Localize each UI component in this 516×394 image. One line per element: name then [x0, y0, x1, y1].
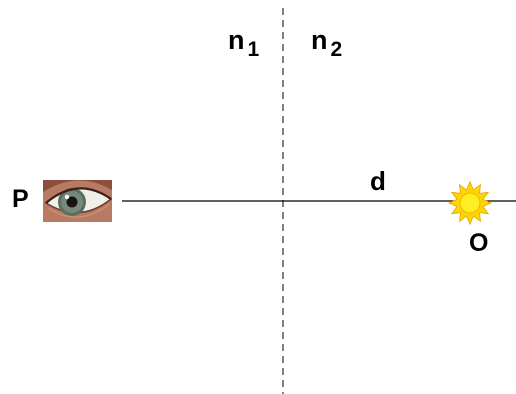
label-n2-base: n: [311, 25, 328, 55]
sun-icon: [448, 180, 492, 226]
label-n2-subscript: 2: [330, 38, 343, 61]
object-label: O: [469, 229, 489, 257]
eye-icon: [43, 180, 113, 222]
observer-label: P: [12, 185, 29, 213]
label-n1-base: n: [228, 25, 245, 55]
label-n1-subscript: 1: [247, 38, 260, 61]
distance-label: d: [370, 166, 386, 196]
